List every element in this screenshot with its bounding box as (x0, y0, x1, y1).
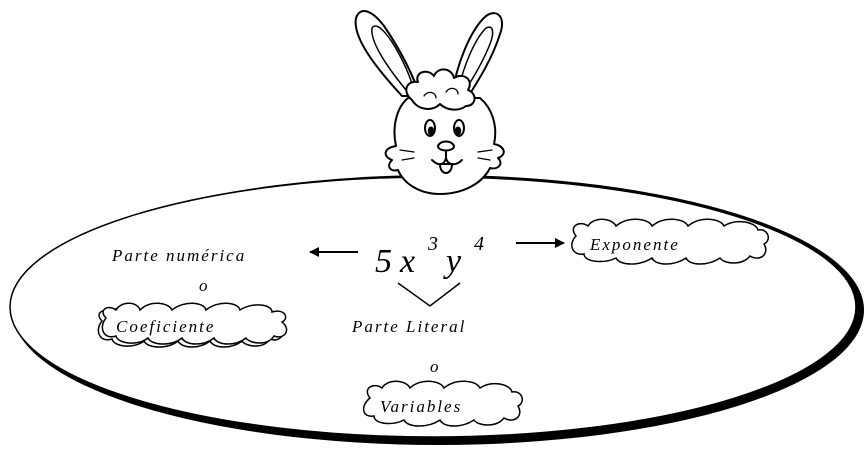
coefficient-label: Coeficiente (116, 317, 215, 336)
variables-cloud: Variables (362, 380, 523, 427)
literal-part-label: Parte Literal (351, 317, 466, 336)
monomial-expression: 5 x 3 y 4 (375, 233, 484, 280)
expression-exponent-x: 3 (427, 233, 438, 255)
coefficient-cloud: Coeficiente (97, 302, 288, 348)
or-label-left: o (199, 276, 210, 295)
variables-label: Variables (380, 397, 462, 416)
numeric-part-label: Parte numérica (111, 246, 246, 265)
exponent-label: Exponente (589, 235, 680, 254)
expression-var-y: y (443, 243, 462, 280)
bunny-head-icon (354, 10, 505, 195)
expression-exponent-y: 4 (474, 233, 484, 255)
literal-part-connector (397, 282, 461, 307)
expression-var-x: x (399, 243, 416, 280)
expression-coefficient: 5 (375, 243, 393, 280)
exponent-cloud: Exponente (571, 218, 769, 265)
or-label-center: o (430, 357, 441, 376)
